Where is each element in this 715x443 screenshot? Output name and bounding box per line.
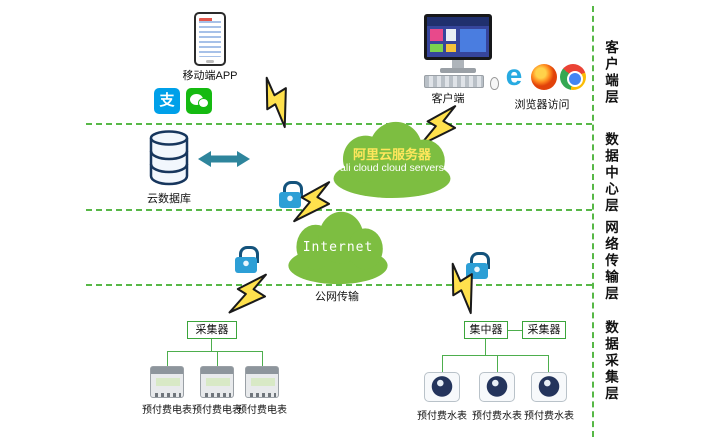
layer-label-acquisition: 数据采集层 <box>603 320 618 403</box>
electric-meter-icon-3 <box>245 366 279 398</box>
security-lock-icon-1 <box>279 181 303 208</box>
electric-meter-label-1: 预付费电表 <box>142 405 192 416</box>
layer-divider-3 <box>86 284 592 286</box>
connector-line <box>442 355 443 372</box>
water-meter-label-1: 预付费水表 <box>417 411 467 422</box>
ali-cloud-title: 阿里云服务器 <box>352 147 431 162</box>
monitor-stand <box>452 60 464 68</box>
water-meter-icon-2 <box>479 372 515 402</box>
electric-meter-label-3: 预付费电表 <box>237 405 287 416</box>
cloud-db-label: 云数据库 <box>147 193 191 205</box>
layer-divider-1 <box>86 123 592 125</box>
mobile-app-label: 移动端APP <box>182 70 238 82</box>
connector-line <box>211 339 212 351</box>
layer-label-network: 网络传输层 <box>603 220 618 303</box>
water-meter-icon-3 <box>531 372 567 402</box>
internet-cloud: Internet <box>282 208 394 286</box>
lightning-bolt-icon-collector <box>219 262 282 329</box>
electric-meter-icon-2 <box>200 366 234 398</box>
connector-line <box>497 355 498 372</box>
ie-browser-icon: e <box>505 59 523 92</box>
lightning-shape <box>265 76 287 129</box>
ali-cloud-subtitle: ali cloud cloud servers <box>340 162 444 174</box>
electric-meter-icon-1 <box>150 366 184 398</box>
connector-line <box>548 355 549 372</box>
internet-label: Internet <box>302 240 374 255</box>
connector-line <box>167 351 168 366</box>
browser-access-label: 浏览器访问 <box>514 99 570 111</box>
lightning-bolt-icon-cloud <box>283 170 345 237</box>
keyboard-icon <box>424 75 484 88</box>
bidirectional-arrow-icon <box>198 150 250 168</box>
collector-box-right: 采集器 <box>522 321 566 339</box>
cloud-shape <box>288 211 388 285</box>
label-divider <box>592 6 594 437</box>
client-label: 客户端 <box>431 93 465 105</box>
lightning-bolt-icon-phone <box>247 68 310 135</box>
monitor-base <box>440 68 476 73</box>
collector-box-left: 采集器 <box>187 321 237 339</box>
lightning-shape <box>228 273 267 314</box>
phone-screen <box>199 18 221 57</box>
connector-line <box>442 355 549 356</box>
lightning-shape <box>451 262 473 315</box>
chrome-browser-icon <box>560 64 586 90</box>
arrow-shape <box>198 151 250 167</box>
monitor-icon <box>424 14 492 60</box>
public-network-label: 公网传输 <box>315 291 359 303</box>
lightning-bolt-icon-concentrator <box>433 254 496 321</box>
alipay-icon: 支 <box>154 88 180 114</box>
water-meter-icon-1 <box>424 372 460 402</box>
water-meter-label-3: 预付费水表 <box>524 411 574 422</box>
concentrator-box: 集中器 <box>464 321 508 339</box>
water-meter-label-2: 预付费水表 <box>472 411 522 422</box>
lightning-shape <box>293 181 331 223</box>
cloud-database-icon <box>146 128 192 186</box>
connector-line <box>262 351 263 366</box>
layer-label-client: 客户端层 <box>603 40 618 106</box>
mouse-icon <box>490 77 499 90</box>
security-lock-icon-2 <box>235 246 259 273</box>
electric-meter-label-2: 预付费电表 <box>192 405 242 416</box>
firefox-browser-icon <box>531 64 557 90</box>
layer-divider-2 <box>86 209 592 211</box>
wechat-icon <box>186 88 212 114</box>
desktop-computer-icon <box>420 12 504 94</box>
database-shape <box>149 130 189 186</box>
layer-label-data-center: 数据中心层 <box>603 132 618 215</box>
connector-line <box>217 351 218 366</box>
connector-line <box>167 351 263 352</box>
connector-line <box>508 330 522 331</box>
connector-line <box>485 339 486 355</box>
cloud-shape <box>333 121 451 199</box>
ali-cloud-server: 阿里云服务器 ali cloud cloud servers <box>326 118 458 200</box>
mobile-phone-icon <box>194 12 226 66</box>
